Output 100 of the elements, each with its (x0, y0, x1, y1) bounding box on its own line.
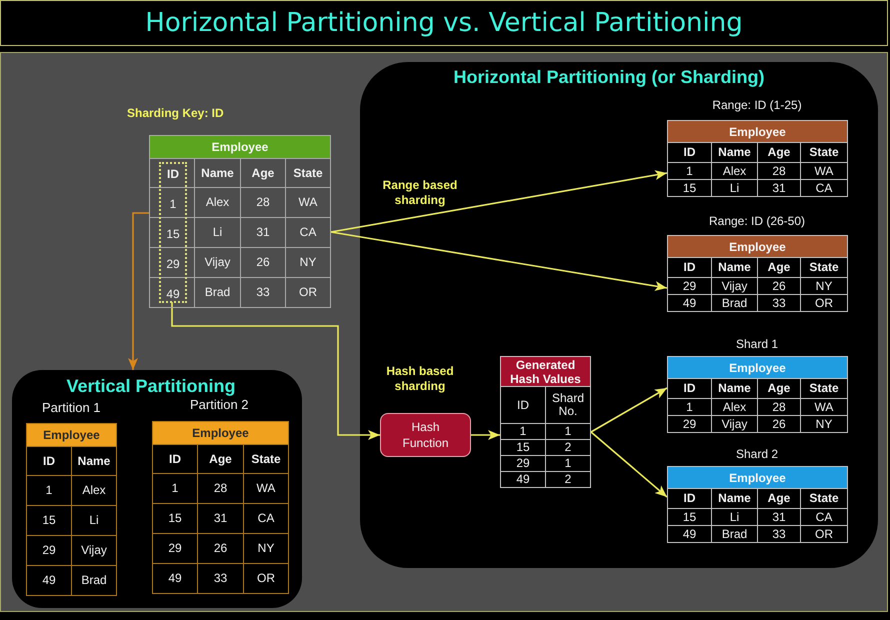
annotation-text: Range based sharding (382, 178, 458, 208)
arrow (330, 170, 668, 233)
table-cell: 28 (241, 188, 286, 218)
table-cell: OR (286, 278, 331, 308)
table-cell: 1 (668, 163, 712, 180)
column-header: ID (668, 143, 712, 163)
table-cell: 29 (153, 534, 198, 564)
column-header: Name (72, 447, 117, 476)
table-caption: Shard 1 (736, 337, 778, 352)
key-value: 1 (168, 198, 178, 210)
table-cell: 1 (501, 424, 546, 440)
arrow (330, 231, 668, 291)
column-header: State (801, 379, 848, 399)
column-header: Name (712, 143, 758, 163)
table-cell: 1 (668, 399, 712, 416)
arrow (128, 212, 149, 370)
partition-panel (360, 62, 878, 568)
column-header: Age (198, 445, 244, 474)
table-cell: 29 (501, 456, 546, 472)
table-cell: Alex (712, 399, 758, 416)
table-cell: Vijay (195, 248, 241, 278)
data-table (667, 466, 848, 543)
table-header: Employee (668, 357, 848, 379)
table-cell: Li (195, 218, 241, 248)
arrow (590, 387, 668, 433)
table-cell: Li (72, 506, 117, 536)
table-cell: NY (801, 278, 848, 295)
table-cell: CA (801, 509, 848, 526)
table-header: Employee (27, 424, 117, 447)
data-table (26, 423, 117, 596)
title-banner: Horizontal Partitioning vs. Vertical Partitioning (0, 0, 888, 46)
table-cell: 31 (758, 180, 801, 197)
table-cell: WA (801, 399, 848, 416)
column-header: ID (668, 489, 712, 509)
table-cell: Vijay (712, 416, 758, 433)
data-table (667, 235, 848, 312)
column-header: Shard No. (546, 387, 591, 424)
partition-panel (12, 370, 302, 608)
column-header: Age (758, 379, 801, 399)
table-cell: 29 (668, 278, 712, 295)
table-caption: Range: ID (26-50) (708, 214, 806, 229)
annotation-text: Hash based sharding (385, 364, 455, 394)
arrow (171, 302, 380, 440)
table-cell: 33 (198, 564, 244, 594)
table-cell: 2 (546, 472, 591, 488)
table-cell: Li (712, 509, 758, 526)
data-table (667, 356, 848, 433)
table-cell: 28 (758, 399, 801, 416)
table-cell: 26 (198, 534, 244, 564)
data-table (500, 356, 591, 488)
column-header-text: ID (166, 168, 180, 181)
column-header: Name (712, 258, 758, 278)
column-header: Age (758, 489, 801, 509)
column-header: ID (668, 379, 712, 399)
table-header: Generated Hash Values (501, 357, 591, 387)
table-header: Employee (668, 467, 848, 489)
table-cell: Brad (195, 278, 241, 308)
table-cell: 26 (758, 278, 801, 295)
table-cell: Vijay (712, 278, 758, 295)
table-caption: Partition 1 (42, 400, 101, 415)
table-cell: OR (801, 526, 848, 543)
table-caption: Range: ID (1-25) (712, 98, 802, 113)
table-cell: 33 (758, 295, 801, 312)
table-header: Employee (668, 121, 848, 143)
process-box: Hash Function (380, 413, 471, 457)
table-cell: 49 (668, 526, 712, 543)
table-cell: 26 (241, 248, 286, 278)
table-cell: OR (801, 295, 848, 312)
table-cell: NY (801, 416, 848, 433)
column-header: ID (153, 445, 198, 474)
panel-title: Vertical Partitioning (66, 375, 236, 397)
table-cell: WA (286, 188, 331, 218)
table-cell: 29 (668, 416, 712, 433)
highlight-frame (159, 162, 187, 303)
table-cell: 1 (27, 476, 72, 506)
data-table (152, 421, 289, 594)
table-cell: CA (801, 180, 848, 197)
column-header: Name (712, 489, 758, 509)
table-cell: Alex (195, 188, 241, 218)
table-cell: CA (286, 218, 331, 248)
table-cell: Li (712, 180, 758, 197)
table-cell: NY (286, 248, 331, 278)
table-cell: 33 (758, 526, 801, 543)
arrow (471, 430, 500, 440)
table-header: Employee (153, 422, 289, 445)
column-header: State (286, 159, 331, 188)
data-table (149, 135, 331, 308)
table-cell: 28 (198, 474, 244, 504)
table-cell: NY (244, 534, 289, 564)
panel-title: Horizontal Partitioning (or Sharding) (454, 66, 764, 88)
data-table (667, 120, 848, 197)
column-header: Name (712, 379, 758, 399)
table-cell: 15 (27, 506, 72, 536)
key-value: 29 (165, 258, 181, 270)
table-header: Employee (668, 236, 848, 258)
table-cell: 31 (758, 509, 801, 526)
key-value: 49 (165, 288, 181, 300)
table-cell: 1 (546, 456, 591, 472)
table-caption: Shard 2 (736, 447, 778, 462)
column-header: ID (27, 447, 72, 476)
